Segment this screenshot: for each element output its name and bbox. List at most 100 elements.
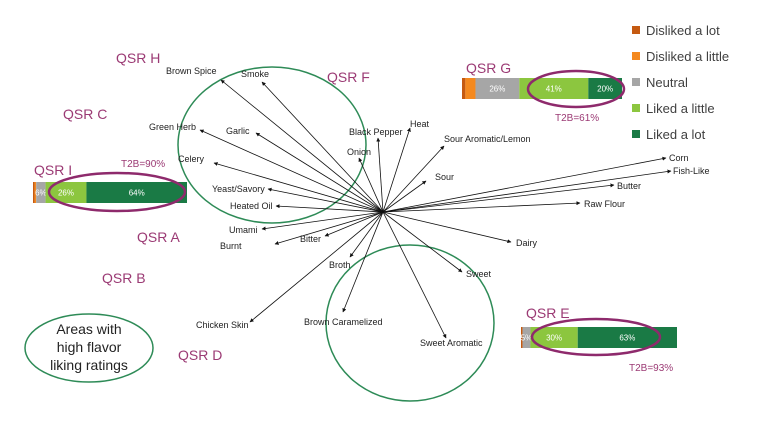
bar-segment-neutral [475,78,520,99]
vector-broth [349,211,384,258]
legend-swatch-disliked-a-lot [632,26,640,34]
attr-label: Celery [178,154,205,164]
bar-segment-label: 41% [546,85,562,94]
vector-brown-caramelized [342,211,384,313]
bar-segment-disliked-a-lot [521,327,523,348]
bar-segment-neutral [522,327,531,348]
vector-sweet-aromatic [382,211,447,339]
attr-label: Sour Aromatic/Lemon [444,134,531,144]
qsr-label-c: QSR C [63,106,107,122]
vector-heat [382,127,411,213]
vector-sour-aromatic-lemon [382,145,445,213]
vector-black-pepper [376,137,384,213]
highlight-ellipse-qsr-e [530,317,662,357]
attr-label: Garlic [226,126,250,136]
attr-label: Corn [669,153,689,163]
bar-segment-label: 26% [489,85,505,94]
vector-celery [213,162,384,213]
bar-segment-label: 64% [129,189,145,198]
vector-yeast-savory [267,187,384,213]
bar-segment-neutral [36,182,46,203]
note-line: high flavor [57,339,122,355]
qsr-label-h: QSR H [116,50,160,66]
attr-label: Sour [435,172,454,182]
bar-title-qsr-i: QSR I [34,162,72,178]
bar-title-qsr-e: QSR E [526,305,570,321]
bar-segment-label: 26% [58,189,74,198]
attr-label: Heat [410,119,430,129]
attr-label: Yeast/Savory [212,184,265,194]
vector-umami [261,211,384,231]
t2b-qsr-g: T2B=61% [555,113,599,124]
highlight-ellipse-qsr-i [47,171,187,213]
vector-green-herb [199,129,384,213]
t2b-qsr-i: T2B=90% [121,159,165,170]
vector-butter [382,183,615,213]
attr-label: Fish-Like [673,166,710,176]
legend-swatch-disliked-a-little [632,52,640,60]
t2b-qsr-e: T2B=93% [629,363,673,374]
vector-sour [382,180,427,213]
legend-label: Liked a little [646,101,715,116]
legend-label: Neutral [646,75,688,90]
note-line: Areas with [56,321,121,337]
legend-label: Disliked a lot [646,23,720,38]
attr-label: Heated Oil [230,201,273,211]
vector-garlic [255,132,384,213]
bar-segment-disliked-a-little [34,182,37,203]
attr-label: Umami [229,225,258,235]
qsr-label-f: QSR F [327,69,370,85]
bar-segment-label: 5% [521,334,533,343]
vector-heated-oil [275,204,384,213]
attr-label: Sweet Aromatic [420,338,483,348]
vector-chicken-skin [249,211,384,323]
stacked-bar-qsr-e: 5%30%63% [521,327,677,348]
qsr-label-d: QSR D [178,347,222,363]
attr-label: Burnt [220,241,242,251]
bar-segment-label: 20% [597,85,613,94]
bar-segment-liked-a-lot [588,78,622,99]
bar-title-qsr-g: QSR G [466,60,511,76]
vector-fish-like [382,169,672,213]
attr-label: Black Pepper [349,127,403,137]
attr-label: Green Herb [149,122,196,132]
vector-dairy [382,211,512,244]
bar-segment-liked-a-little [519,78,589,99]
note-line: liking ratings [50,357,128,373]
attr-label: Raw Flour [584,199,625,209]
vector-sweet [382,211,463,273]
attr-label: Butter [617,181,641,191]
attr-label: Brown Caramelized [304,317,383,327]
vector-smoke [261,81,384,213]
vector-brown-spice [220,79,384,213]
qsr-label-a: QSR A [137,229,180,245]
bar-segment-liked-a-lot [86,182,187,203]
attr-label: Broth [329,260,351,270]
attr-label: Bitter [300,234,321,244]
high-liking-circle-lower [325,244,495,402]
attribute-vectors [199,79,672,339]
vector-bitter [324,211,384,237]
attr-label: Dairy [516,238,538,248]
note-oval [24,313,154,383]
vector-burnt [274,211,384,245]
attr-label: Chicken Skin [196,320,249,330]
legend-label: Disliked a little [646,49,729,64]
legend-swatch-neutral [632,78,640,86]
qsr-label-b: QSR B [102,270,146,286]
legend-label: Liked a lot [646,127,706,142]
attr-label: Smoke [241,69,269,79]
bar-segment-disliked-a-little [465,78,476,99]
bar-segment-label: 30% [546,334,562,343]
vector-corn [382,156,667,213]
legend-swatch-liked-a-lot [632,130,640,138]
highlight-ellipse-qsr-g [526,69,626,109]
attr-label: Sweet [466,269,492,279]
legend: Disliked a lot Disliked a little Neutral… [632,23,729,142]
high-liking-circle-upper [177,66,367,224]
attribute-labels: Brown Spice Smoke Green Herb Garlic Cele… [149,66,710,348]
legend-swatch-liked-a-little [632,104,640,112]
vector-onion [358,157,384,213]
bar-segment-disliked-a-lot [33,182,35,203]
